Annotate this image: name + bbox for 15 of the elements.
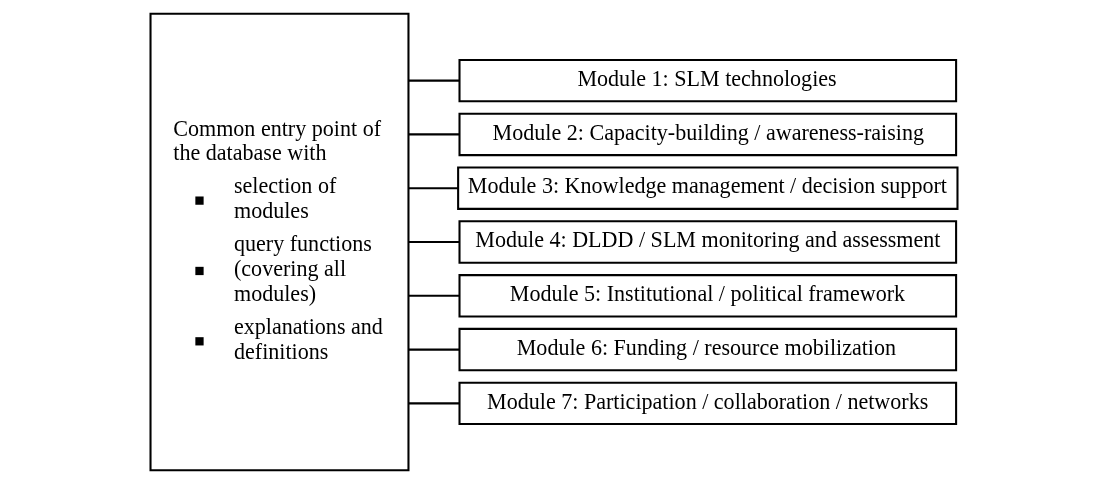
connector: [408, 402, 460, 405]
connector: [408, 294, 460, 297]
connector: [408, 240, 460, 244]
node-box: Module 1: SLM technologies: [458, 58, 958, 103]
connector: [408, 187, 459, 190]
node-box: Module 7: Participation / collaboration / networks: [458, 381, 958, 426]
node-box: Module 4: DLDD / SLM monitoring and assessment: [458, 220, 958, 264]
connector: [408, 348, 460, 351]
node-box: Common entry point of the database with selection of modules query functions (covering all modules) explanations and definitions: [149, 12, 410, 472]
node-box: Module 5: Institutional / political framework: [458, 274, 958, 318]
node-box: Module 6: Funding / resource mobilization: [458, 327, 958, 372]
node-box: Module 3: Knowledge management / decision support: [457, 166, 959, 210]
node-box: Module 2: Capacity-building / awareness-raising: [458, 112, 958, 157]
connector: [408, 79, 460, 82]
connector: [408, 133, 460, 136]
